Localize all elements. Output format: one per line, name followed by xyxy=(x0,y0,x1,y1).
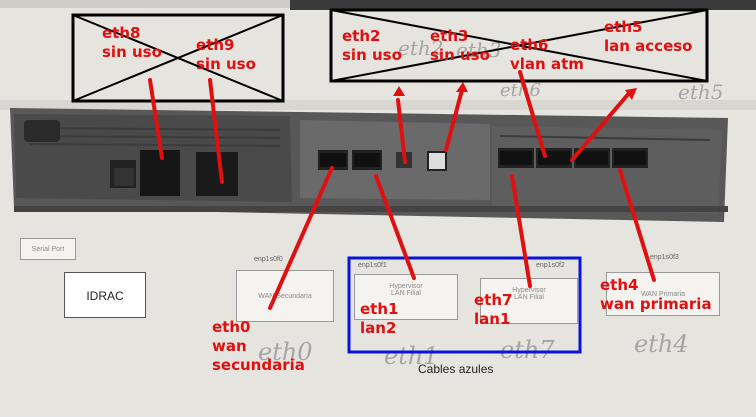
handwritten-eth1: eth1 xyxy=(384,342,439,370)
printed-enp1s0f3: enp1s0f3 xyxy=(650,254,679,261)
red-arrow-heads xyxy=(393,82,637,100)
handwritten-eth0: eth0 xyxy=(258,338,313,366)
eth8-status: sin uso xyxy=(102,43,162,61)
label-eth6: eth6 vlan atm xyxy=(510,36,584,74)
eth7-name: eth7 xyxy=(474,291,513,309)
eth7-status: lan1 xyxy=(474,310,511,328)
eth5-status: lan acceso xyxy=(604,37,693,55)
serial-port-label-box: Serial Port xyxy=(20,238,76,260)
label-eth8: eth8 sin uso xyxy=(102,24,162,62)
label-eth9: eth9 sin uso xyxy=(196,36,256,74)
eth9-status: sin uso xyxy=(196,55,256,73)
wan-secundaria-text: WAN Secundaria xyxy=(258,293,312,300)
wan-primaria-box: WAN Primaria xyxy=(606,272,720,316)
hypervisor-lan2-title: Hypervisor xyxy=(389,283,423,290)
label-eth7: eth7 lan1 xyxy=(474,291,512,329)
eth4-name: eth4 xyxy=(600,276,639,294)
idrac-box: IDRAC xyxy=(64,272,146,318)
eth3-status: sin uso xyxy=(430,46,490,64)
eth0-line3: secundaria xyxy=(212,356,305,374)
handwritten-eth4: eth4 xyxy=(634,330,689,358)
red-arrows xyxy=(148,70,656,310)
label-eth0: eth0 wan secundaria xyxy=(212,318,305,375)
eth3-name: eth3 xyxy=(430,27,469,45)
eth0-name: eth0 xyxy=(212,318,251,336)
hypervisor-lan1-sub: LAN Filial xyxy=(514,294,544,301)
handwritten-eth7: eth7 xyxy=(500,336,555,364)
hypervisor-lan2-sub: LAN Filial xyxy=(391,290,421,297)
eth2-name: eth2 xyxy=(342,27,381,45)
wan-primaria-text: WAN Primaria xyxy=(640,291,686,298)
eth6-name: eth6 xyxy=(510,36,549,54)
hypervisor-lan2-box: Hypervisor LAN Filial xyxy=(354,274,458,320)
label-eth5: eth5 lan acceso xyxy=(604,18,692,56)
crossed-box-left xyxy=(71,13,285,103)
handwritten-eth2: eth2 xyxy=(398,36,444,60)
idrac-label: IDRAC xyxy=(86,289,124,303)
printed-enp1s0f1: enp1s0f1 xyxy=(358,262,387,269)
eth9-name: eth9 xyxy=(196,36,235,54)
printed-enp1s0f2: enp1s0f2 xyxy=(536,262,565,269)
eth5-name: eth5 xyxy=(604,18,643,36)
cables-azules-caption: Cables azules xyxy=(418,362,494,376)
label-eth1: eth1 lan2 xyxy=(360,300,398,338)
handwritten-eth5: eth5 xyxy=(678,80,724,104)
handwritten-eth6: eth6 xyxy=(500,80,541,101)
eth0-line2: wan xyxy=(212,337,247,355)
label-eth4: eth4 wan primaria xyxy=(600,276,712,314)
eth1-status: lan2 xyxy=(360,319,397,337)
hypervisor-lan1-title: Hypervisor xyxy=(512,287,546,294)
serial-port-text: Serial Port xyxy=(31,246,65,253)
eth4-status: wan primaria xyxy=(600,295,712,313)
label-eth2: eth2 sin uso xyxy=(342,27,402,65)
blue-cables-box xyxy=(347,256,582,354)
eth8-name: eth8 xyxy=(102,24,141,42)
eth1-name: eth1 xyxy=(360,300,399,318)
eth2-status: sin uso xyxy=(342,46,402,64)
label-eth3: eth3 sin uso xyxy=(430,27,490,65)
eth6-status: vlan atm xyxy=(510,55,584,73)
crossed-box-right xyxy=(329,8,709,83)
printed-enp1s0f0: enp1s0f0 xyxy=(254,256,283,263)
